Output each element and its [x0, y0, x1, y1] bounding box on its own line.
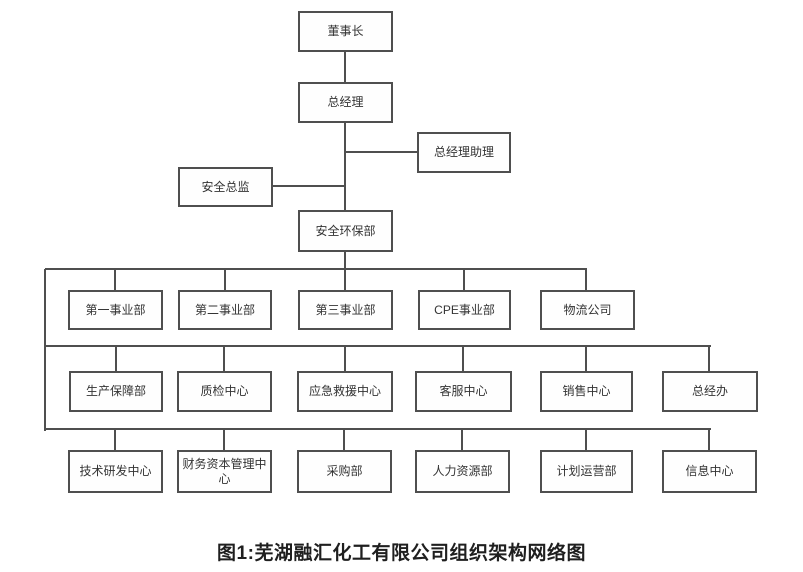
connector-line — [585, 269, 587, 290]
connector-line — [585, 346, 587, 371]
connector-line — [708, 346, 710, 371]
connector-line — [44, 269, 46, 431]
connector-line — [114, 429, 116, 450]
connector-line — [344, 269, 346, 290]
org-node-emergency-rescue-center: 应急救援中心 — [297, 371, 393, 412]
connector-line — [344, 252, 346, 270]
connector-line — [343, 429, 345, 450]
connector-line — [224, 269, 226, 290]
org-node-sales-center: 销售中心 — [540, 371, 633, 412]
connector-line — [344, 52, 346, 82]
org-node-division-3: 第三事业部 — [298, 290, 393, 330]
connector-line — [344, 123, 346, 210]
org-node-division-cpe: CPE事业部 — [418, 290, 511, 330]
connector-line — [223, 429, 225, 450]
org-node-general-manager: 总经理 — [298, 82, 393, 123]
diagram-caption: 图1:芜湖融汇化工有限公司组织架构网络图 — [217, 543, 586, 564]
connector-line — [273, 185, 345, 187]
org-node-gm-office: 总经办 — [662, 371, 758, 412]
org-node-production-support-dept: 生产保障部 — [69, 371, 163, 412]
connector-line — [345, 151, 417, 153]
org-node-division-1: 第一事业部 — [68, 290, 163, 330]
connector-line — [45, 268, 587, 270]
connector-line — [463, 269, 465, 290]
connector-line — [45, 345, 711, 347]
org-node-information-center: 信息中心 — [662, 450, 757, 493]
org-node-chairman: 董事长 — [298, 11, 393, 52]
connector-line — [461, 429, 463, 450]
connector-line — [114, 269, 116, 290]
org-node-safety-director: 安全总监 — [178, 167, 273, 207]
connector-line — [708, 429, 710, 450]
org-node-safety-env-dept: 安全环保部 — [298, 210, 393, 252]
org-node-procurement-dept: 采购部 — [297, 450, 392, 493]
connector-line — [344, 346, 346, 371]
org-node-logistics-company: 物流公司 — [540, 290, 635, 330]
org-node-finance-capital-mgmt-center: 财务资本管理中心 — [177, 450, 272, 493]
org-node-hr-dept: 人力资源部 — [415, 450, 510, 493]
org-node-tech-rd-center: 技术研发中心 — [68, 450, 163, 493]
connector-line — [45, 428, 711, 430]
connector-line — [223, 346, 225, 371]
org-node-division-2: 第二事业部 — [178, 290, 272, 330]
connector-line — [462, 346, 464, 371]
connector-line — [585, 429, 587, 450]
org-node-planning-operations-dept: 计划运营部 — [540, 450, 633, 493]
org-node-gm-assistant: 总经理助理 — [417, 132, 511, 173]
connector-line — [115, 346, 117, 371]
org-node-quality-inspection-center: 质检中心 — [177, 371, 272, 412]
org-node-customer-service-center: 客服中心 — [415, 371, 512, 412]
